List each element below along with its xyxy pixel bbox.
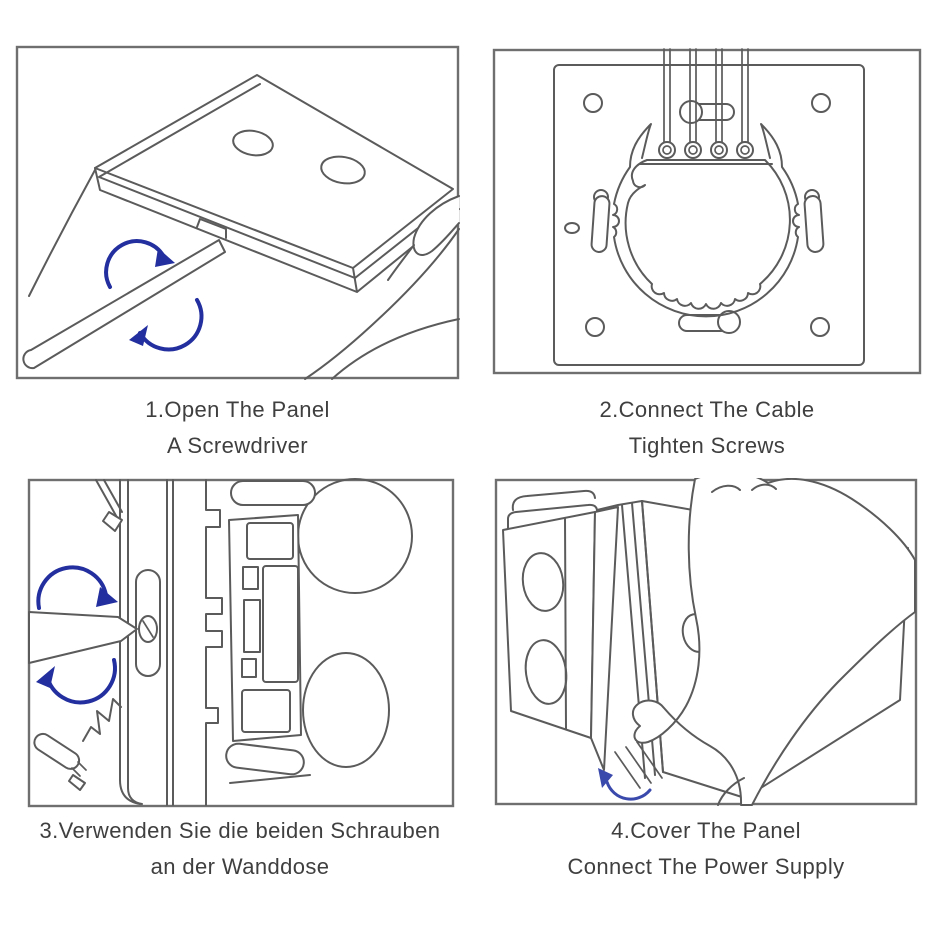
screwdriver — [22, 239, 226, 370]
step-2-border — [492, 48, 922, 375]
top-screw-slot — [679, 100, 735, 124]
touch-button-circle-2 — [320, 155, 366, 185]
knuckle-lines — [711, 483, 777, 493]
touch-button-circle-1 — [232, 129, 274, 157]
bottom-mounting-lug — [225, 742, 305, 776]
top-left-bracket — [95, 479, 123, 532]
rotate-arrow-icon — [598, 768, 652, 801]
screwdriver — [28, 611, 138, 664]
mounting-screw-slot — [135, 569, 161, 677]
wall-box — [502, 489, 598, 739]
step-4-illustration — [494, 478, 918, 806]
step-3-caption-line1: 3.Verwenden Sie die beiden Schrauben — [39, 818, 441, 843]
step-3-figure — [27, 478, 455, 808]
top-mounting-lug — [230, 480, 316, 506]
step-3-caption: 3.Verwenden Sie die beiden Schrauben an … — [5, 813, 475, 885]
module-side-profile — [205, 479, 223, 806]
step-2-caption-line2: Tighten Screws — [628, 433, 786, 458]
step-2-caption: 2.Connect The Cable Tighten Screws — [492, 392, 922, 464]
corner-hole — [810, 317, 830, 337]
ring-opening-with-teeth — [624, 159, 791, 310]
glass-panel — [94, 74, 460, 293]
corner-hole — [583, 93, 603, 113]
step-1-illustration — [15, 45, 460, 380]
box-opening-circle-2 — [524, 639, 568, 705]
step-1-caption: 1.Open The Panel A Screwdriver — [15, 392, 460, 464]
terminal-screws — [658, 141, 754, 159]
step-3-illustration — [27, 478, 455, 808]
loose-screw-bottom-left — [33, 698, 122, 791]
right-keyhole-slot — [803, 189, 825, 253]
step-4-caption-line2: Connect The Power Supply — [567, 854, 845, 879]
switch-module-cross-section — [225, 480, 316, 784]
mounting-ring — [612, 123, 800, 318]
box-opening-circle-1 — [521, 552, 565, 612]
holding-hand — [632, 478, 916, 806]
holding-hand-right — [304, 195, 460, 380]
holding-arm-left — [28, 169, 96, 297]
glass-corner-hatching — [614, 741, 663, 789]
wall-box-rails — [119, 479, 223, 806]
step-4-caption-line1: 4.Cover The Panel — [611, 818, 801, 843]
step-1-figure — [15, 45, 460, 380]
side-slot — [564, 222, 580, 234]
step-2-figure — [492, 48, 922, 375]
switch-module-slab — [590, 500, 643, 771]
rotate-arrows-icon — [36, 565, 118, 705]
wires — [663, 48, 749, 144]
rotate-arrows-icon — [104, 239, 204, 352]
left-keyhole-slot — [590, 189, 611, 253]
thumb-line — [717, 777, 745, 806]
corner-hole — [585, 317, 605, 337]
step-4-figure — [494, 478, 918, 806]
bottom-screw-slot — [678, 310, 741, 334]
corner-hole — [811, 93, 831, 113]
mounting-plate — [553, 64, 865, 366]
step-2-illustration — [492, 48, 922, 375]
touch-sensor-circles — [297, 478, 413, 768]
step-1-caption-line1: 1.Open The Panel — [145, 397, 330, 422]
step-2-caption-line1: 2.Connect The Cable — [599, 397, 815, 422]
pry-notch — [196, 218, 227, 239]
step-3-caption-line2: an der Wanddose — [150, 854, 330, 879]
step-4-caption: 4.Cover The Panel Connect The Power Supp… — [486, 813, 926, 885]
step-1-caption-line2: A Screwdriver — [167, 433, 308, 458]
